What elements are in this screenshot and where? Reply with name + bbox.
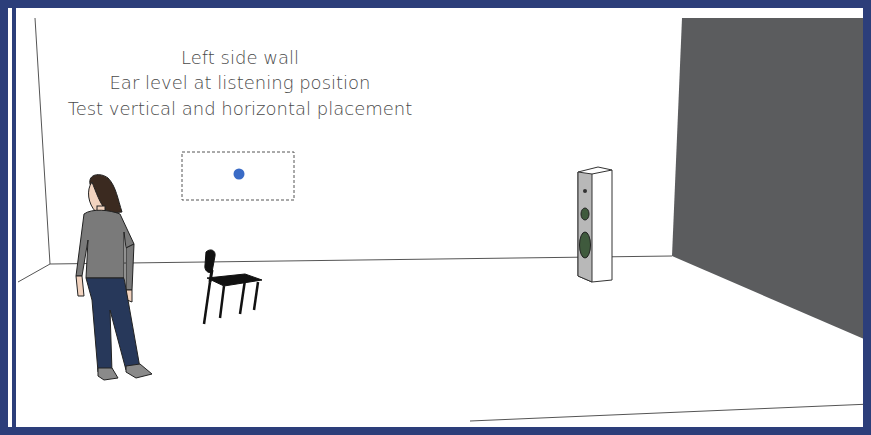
floor-edge bbox=[470, 404, 871, 421]
floor-edge bbox=[18, 264, 50, 282]
person bbox=[76, 175, 152, 380]
test-area bbox=[182, 152, 294, 200]
wall-corner bbox=[35, 18, 50, 264]
wall-note: Ear level at listening position bbox=[109, 71, 370, 95]
ear-level-dot bbox=[234, 169, 245, 180]
front-wall bbox=[672, 18, 871, 342]
wall-note: Test vertical and horizontal placement bbox=[68, 97, 413, 121]
chair bbox=[204, 250, 262, 324]
frame bbox=[12, 8, 16, 431]
speaker bbox=[578, 167, 612, 282]
frame bbox=[4, 4, 867, 431]
wall-note: Left side wall bbox=[181, 46, 299, 70]
